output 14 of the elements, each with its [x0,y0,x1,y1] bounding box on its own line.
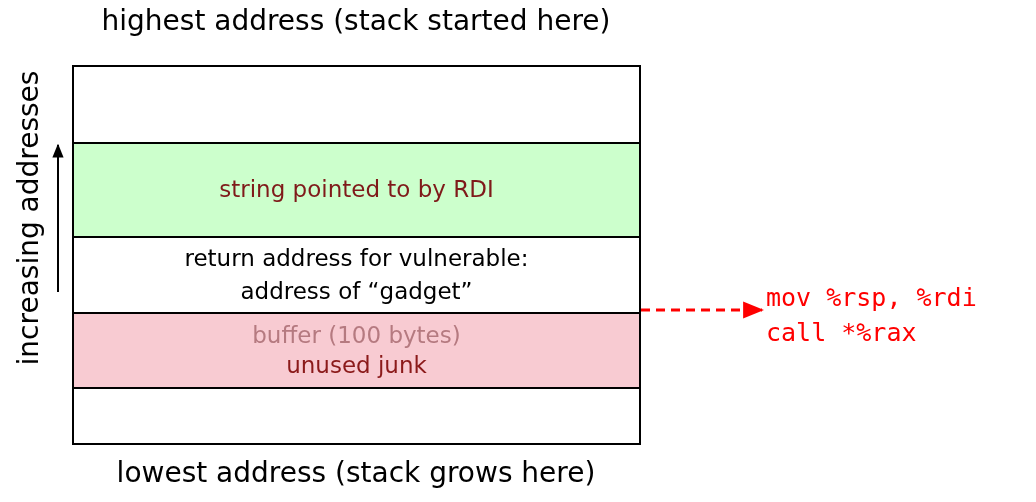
stack-slot [72,236,641,314]
empty-stack-slot [72,65,641,144]
caption: lowest address (stack grows here) [116,456,596,489]
slot-text: string pointed to by RDI [219,175,494,205]
axis-label: increasing addresses [11,70,45,366]
code-snippet: mov %rsp, %rdi call *%rax [766,278,1007,352]
faded-text: buffer (100 bytes) [252,320,461,350]
title: highest address (stack started here) [101,4,611,37]
stack-slot [72,142,641,238]
slot-text: return address for vulnerable: address of “gadget” [183,243,530,306]
arrow [641,301,765,319]
empty-stack-slot [72,387,641,445]
slot-text: unused junk [286,350,427,380]
stack-slot [72,312,641,389]
